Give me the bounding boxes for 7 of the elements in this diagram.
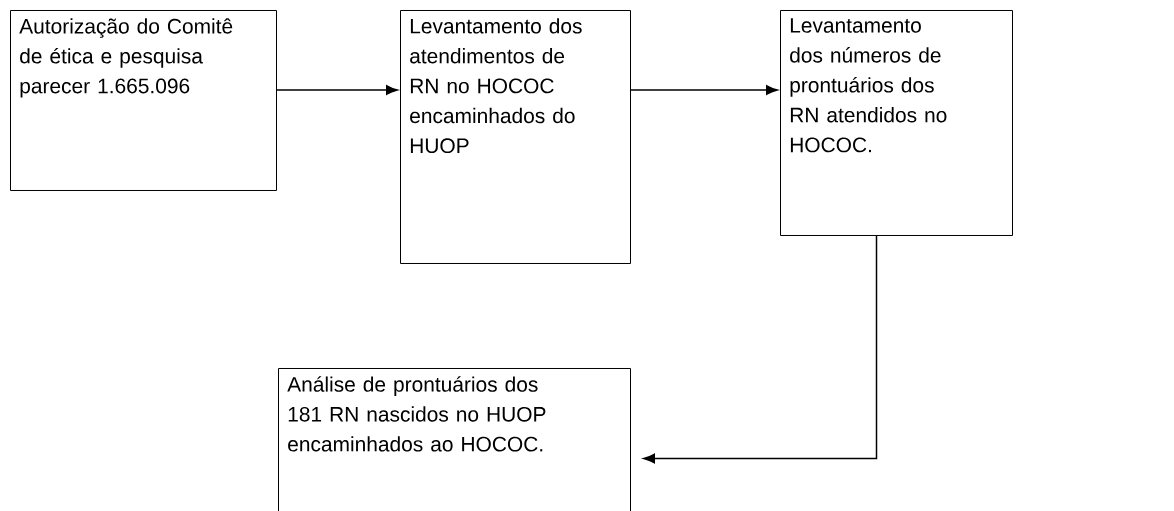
arrow [630,85,778,95]
process-box: Autorização do Comitê de ética e pesquisa parecer 1.665.096 [10,10,277,191]
process-box: Levantamento dos atendimentos de RN no HOCOC encaminhados do HUOP [400,10,631,264]
arrow [276,85,398,95]
process-box: Levantamento dos números de prontuários dos RN atendidos no HOCOC. [780,10,1013,236]
process-box: Análise de prontuários dos 181 RN nascidos no HUOP encaminhados ao HOCOC. [278,368,631,511]
arrow [643,235,878,464]
